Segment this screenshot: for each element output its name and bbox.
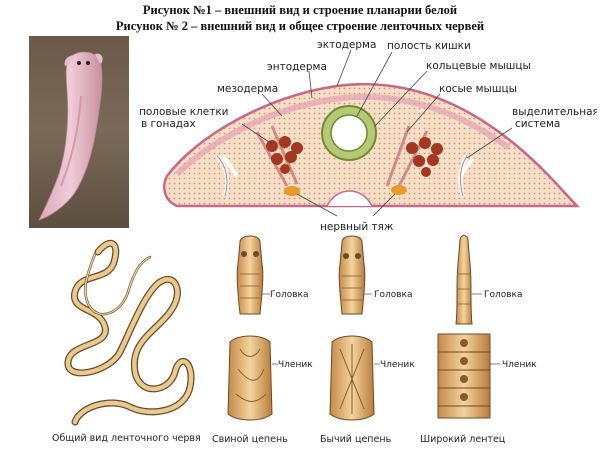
- label-excretory-1: выделительная: [512, 106, 597, 118]
- caption-broad: Широкий лентец: [420, 434, 506, 445]
- beef-segment-label: Членик: [380, 360, 415, 370]
- caption-beef: Бычий цепень: [320, 434, 392, 445]
- label-ring-muscles: кольцевые мышцы: [426, 60, 531, 72]
- label-sex-cells-1: половые клетки: [139, 106, 229, 118]
- specimen-broad-tapeworm: Головка Членик Широкий лентец: [420, 235, 537, 445]
- label-oblique-muscles: косые мышцы: [439, 83, 517, 95]
- gonad-left: [266, 136, 303, 174]
- nerve-cord-left: [284, 186, 300, 196]
- specimen-beef-tapeworm: Головка Членик Бычий цепень: [320, 235, 415, 445]
- cross-section-diagram: эктодерма энтодерма полость кишки мезоде…: [139, 39, 597, 233]
- label-gut-cavity: полость кишки: [387, 40, 471, 52]
- label-mesoderm: мезодерма: [217, 83, 278, 95]
- pork-head-label: Головка: [270, 290, 309, 300]
- broad-head-label: Головка: [484, 290, 523, 300]
- label-entoderm: энтодерма: [267, 61, 327, 73]
- specimen-pork-tapeworm: Головка Членик Свиной цепень: [212, 235, 313, 445]
- planaria-photo: [29, 36, 129, 228]
- broad-segment-label: Членик: [502, 360, 537, 370]
- gonad-right: [406, 137, 443, 177]
- figure-title-1: Рисунок №1 – внешний вид и строение план…: [142, 3, 458, 17]
- figure-title-2: Рисунок № 2 – внешний вид и общее строен…: [115, 19, 485, 33]
- nerve-cord-right: [391, 185, 407, 195]
- label-excretory-2: система: [515, 118, 560, 130]
- label-ectoderm: эктодерма: [317, 39, 376, 51]
- beef-head-label: Головка: [374, 290, 413, 300]
- pork-segment-label: Членик: [278, 360, 313, 370]
- caption-pork: Свиной цепень: [212, 434, 288, 445]
- tapeworm-general: Общий вид ленточного червя: [52, 239, 201, 444]
- caption-general: Общий вид ленточного червя: [52, 433, 201, 444]
- label-nerve-cord: нервный тяж: [320, 221, 394, 233]
- label-sex-cells-2: в гонадах: [141, 118, 196, 130]
